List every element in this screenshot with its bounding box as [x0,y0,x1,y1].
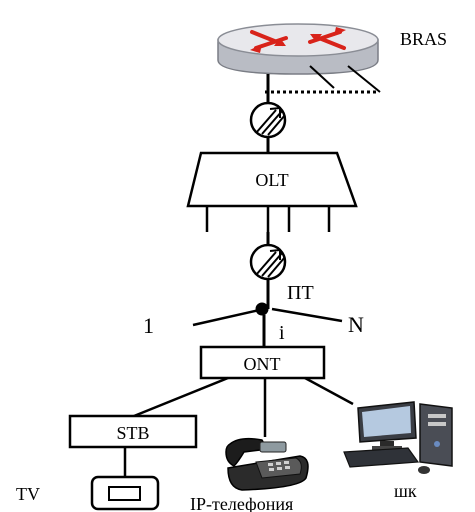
bras-label: BRAS [400,29,447,49]
port-i-label: i [279,322,285,344]
ont-label: ONT [244,354,281,374]
router-icon [217,23,381,94]
stb-label: STB [116,423,149,443]
port-n-label: N [348,312,364,337]
tv-label: TV [16,484,40,504]
splitter-label: ПТ [287,282,314,304]
olt-label: OLT [255,170,288,190]
ont-pc-line [304,376,354,406]
ont-box [199,345,326,380]
telephone-icon [225,437,309,491]
optical-amplifier-icon [249,243,287,281]
olt-block [186,151,358,232]
port-1-label: 1 [143,313,154,338]
tv-icon [90,475,160,511]
desktop-computer-icon [343,401,453,474]
splitter [192,302,343,327]
stb-box [68,414,198,449]
pc-label: шк [394,481,417,501]
optical-amplifier-icon [249,101,287,139]
ip-phone-label: IP-телефония [190,494,293,512]
ont-stb-line [133,376,229,418]
